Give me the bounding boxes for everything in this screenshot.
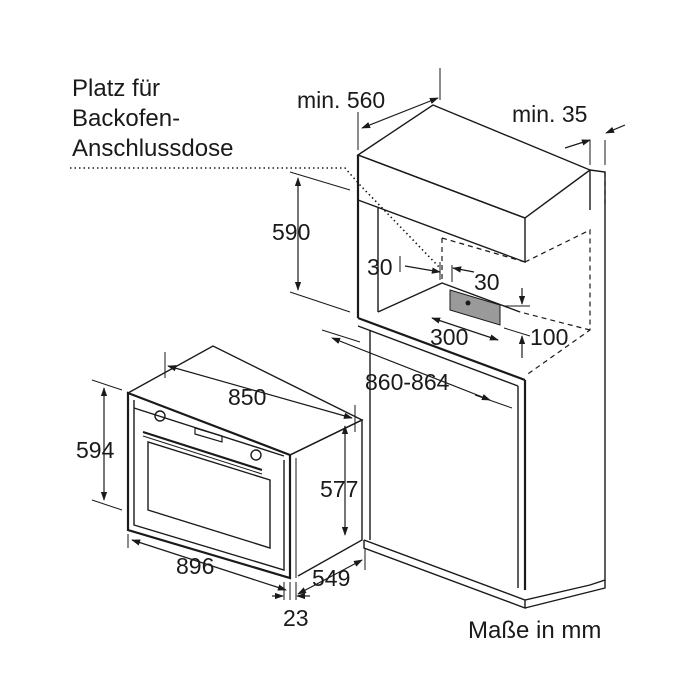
niche-shelf-back: [377, 282, 521, 313]
oven-knob-left: [154, 410, 166, 422]
oven-front-inner: [133, 400, 285, 571]
oven-handle: [142, 430, 263, 472]
dim-line-oven-depth: [297, 559, 363, 595]
cabinet-side-panel: [589, 169, 606, 586]
dim-line-niche-depth: [331, 337, 491, 401]
label-oven-body-height: 577: [320, 476, 358, 502]
socket-note-line2: Backofen-: [72, 105, 180, 132]
label-oven-front-width: 896: [176, 553, 214, 579]
label-oven-depth: 549: [312, 565, 350, 591]
dim-line-oven-front-width: [131, 539, 287, 591]
oven-knob-right: [250, 449, 262, 461]
socket-dot: [465, 300, 471, 306]
oven-front-panel: [126, 391, 292, 580]
label-socket-right: 30: [474, 269, 500, 295]
oven-display: [194, 427, 223, 443]
cabinet: [356, 104, 606, 610]
label-niche-depth: 860-864: [365, 369, 450, 395]
label-niche-height: 590: [272, 219, 310, 245]
socket-note-line1: Platz für: [72, 75, 160, 102]
label-socket-height: 100: [530, 324, 568, 350]
cabinet-plinth: [363, 539, 591, 610]
dim-line-socket-width: [431, 317, 499, 341]
socket-leader-line: [70, 167, 441, 269]
cabinet-dimensions: [289, 68, 626, 409]
dim-line-min-width: [361, 97, 439, 129]
oven-side-face: [289, 418, 363, 577]
dim-line-oven-width: [167, 365, 353, 419]
socket-area: [449, 289, 501, 326]
dim-line-min-depth: [564, 139, 591, 149]
cabinet-floor-edge: [524, 580, 606, 609]
cabinet-upper-front: [357, 154, 526, 264]
niche-dashed-outline: [441, 229, 591, 377]
oven: [126, 345, 364, 580]
label-oven-front-height: 594: [76, 437, 115, 463]
label-oven-width: 850: [228, 384, 266, 410]
label-front-thickness: 23: [283, 605, 309, 631]
oven-dimensions: [91, 352, 366, 600]
label-socket-left: 30: [367, 254, 393, 280]
label-socket-width: 300: [430, 324, 468, 350]
socket-note-line3: Anschlussdose: [72, 135, 233, 162]
units-note: Maße in mm: [468, 617, 601, 644]
label-min-width: min. 560: [297, 87, 385, 113]
label-min-depth: min. 35: [512, 101, 587, 127]
